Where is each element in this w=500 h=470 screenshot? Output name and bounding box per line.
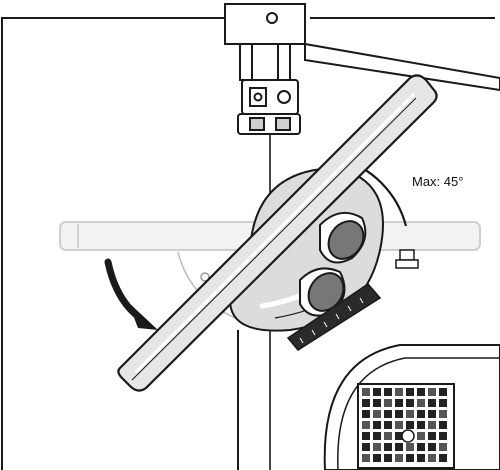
- grille-cell: [373, 410, 381, 418]
- grille-cell: [373, 454, 381, 462]
- grille-cell: [395, 421, 403, 429]
- guide-block: [237, 79, 301, 135]
- grille-cell: [384, 432, 392, 440]
- grille-cell: [406, 443, 414, 451]
- grille-cell: [439, 410, 447, 418]
- grille-cell: [439, 399, 447, 407]
- grille-cell: [417, 454, 425, 462]
- vent-grille: [357, 383, 455, 469]
- grille-cell: [439, 388, 447, 396]
- grille-cell: [373, 443, 381, 451]
- grille-cell: [384, 399, 392, 407]
- lock-knob-lower: [299, 267, 346, 317]
- grille-cell: [362, 421, 370, 429]
- curved-arrow-icon: [104, 258, 158, 330]
- grille-cell: [373, 399, 381, 407]
- grille-cell: [417, 410, 425, 418]
- machine-frame: [1, 17, 495, 470]
- saw-table-tilted: [117, 74, 438, 392]
- max-angle-label: Max: 45°: [412, 174, 463, 189]
- grille-cell: [428, 399, 436, 407]
- grille-cell: [373, 421, 381, 429]
- grille-cell: [439, 421, 447, 429]
- grille-cell: [395, 443, 403, 451]
- grille-cell: [362, 388, 370, 396]
- grille-cell: [395, 410, 403, 418]
- grille-cell: [395, 399, 403, 407]
- grille-cell: [406, 388, 414, 396]
- grille-cell: [428, 421, 436, 429]
- grille-cell: [373, 388, 381, 396]
- grille-cell: [428, 443, 436, 451]
- angle-scale: [286, 283, 382, 351]
- grille-cell: [439, 443, 447, 451]
- grille-cell: [362, 443, 370, 451]
- lock-bolt: [395, 249, 419, 269]
- grille-cell: [395, 432, 403, 440]
- lock-knob-upper: [319, 211, 367, 264]
- grille-cell: [406, 410, 414, 418]
- grille-cell: [439, 454, 447, 462]
- grille-cell: [395, 388, 403, 396]
- grille-cell: [417, 432, 425, 440]
- grille-cell: [428, 388, 436, 396]
- grille-cell: [406, 454, 414, 462]
- grille-cell: [406, 421, 414, 429]
- grille-cell: [417, 399, 425, 407]
- grille-cell: [384, 454, 392, 462]
- grille-cell: [384, 443, 392, 451]
- grille-cell: [384, 421, 392, 429]
- grille-cell: [384, 388, 392, 396]
- grille-cell: [406, 399, 414, 407]
- grille-cell: [362, 410, 370, 418]
- grille-cell: [439, 432, 447, 440]
- grille-cell: [373, 432, 381, 440]
- upper-blade-guide: [224, 3, 500, 92]
- grille-cell: [395, 454, 403, 462]
- grille-cell: [428, 410, 436, 418]
- grille-cell: [417, 388, 425, 396]
- grille-cell: [362, 399, 370, 407]
- grille-cell: [417, 421, 425, 429]
- grille-cell: [362, 454, 370, 462]
- grille-cell: [362, 432, 370, 440]
- grille-cell: [417, 443, 425, 451]
- grille-cell: [428, 454, 436, 462]
- grille-cell: [428, 432, 436, 440]
- grille-cell: [384, 410, 392, 418]
